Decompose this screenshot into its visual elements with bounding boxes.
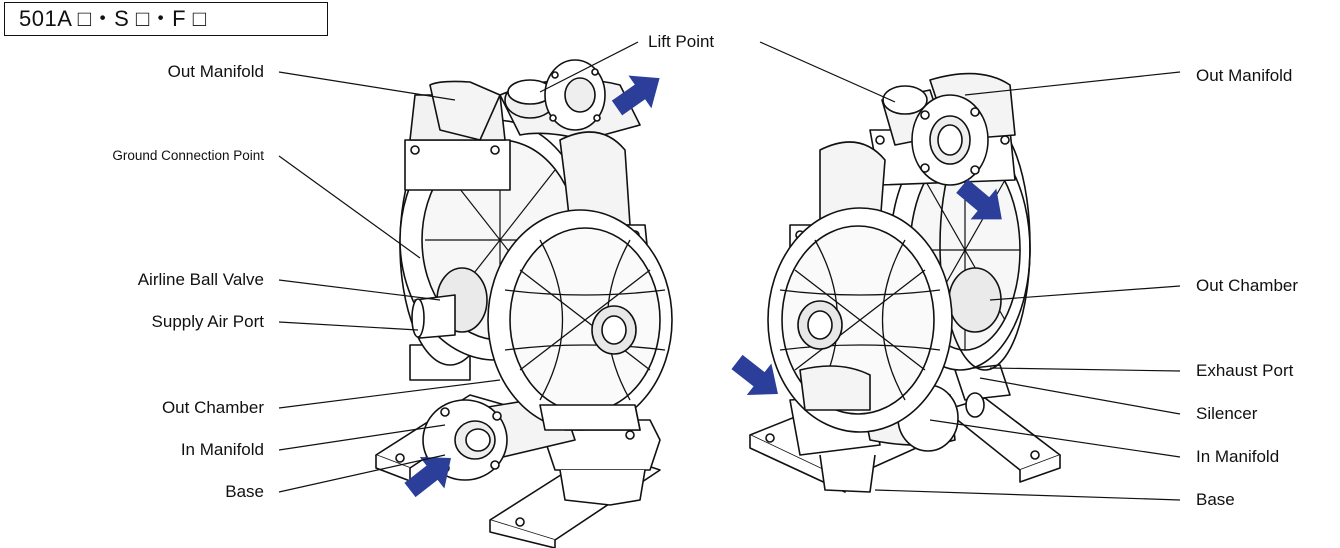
right-pump <box>749 72 1061 493</box>
model-code: 501A □・S □・F □ <box>19 6 207 31</box>
label-left-ground-connection-point: Ground Connection Point <box>112 148 264 163</box>
label-right-exhaust-port: Exhaust Port <box>1196 361 1294 380</box>
label-right-out-chamber: Out Chamber <box>1196 276 1299 295</box>
model-code-box: 501A □・S □・F □ <box>4 2 328 36</box>
label-right-out-manifold: Out Manifold <box>1196 66 1293 85</box>
label-left-supply-air-port: Supply Air Port <box>151 312 264 331</box>
label-right-base: Base <box>1196 490 1235 509</box>
label-left-out-chamber: Out Chamber <box>161 398 264 417</box>
leader-lines <box>278 41 1181 501</box>
label-lift-point: Lift Point <box>648 32 715 51</box>
label-left-out-manifold: Out Manifold <box>167 62 264 81</box>
label-left-in-manifold: In Manifold <box>180 440 264 459</box>
label-right-in-manifold: In Manifold <box>1196 447 1280 466</box>
left-pump <box>375 59 673 548</box>
label-left-base: Base <box>225 482 264 501</box>
label-right-silencer: Silencer <box>1196 404 1258 423</box>
label-left-airline-ball-valve: Airline Ball Valve <box>137 270 264 289</box>
